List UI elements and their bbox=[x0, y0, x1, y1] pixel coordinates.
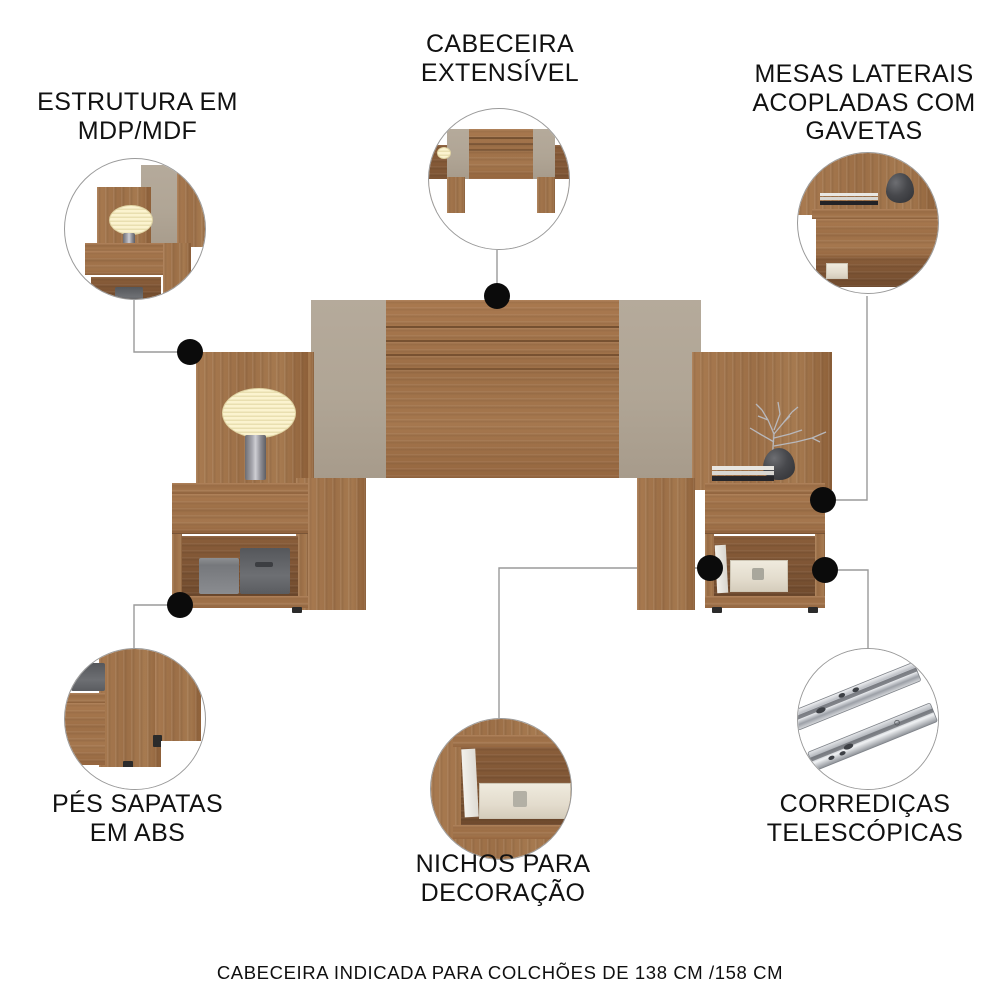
headboard-beige-right bbox=[619, 300, 701, 478]
dot-mesas-laterais[interactable] bbox=[810, 487, 836, 513]
left-bottom-rail bbox=[172, 596, 310, 608]
left-table-top bbox=[172, 483, 310, 494]
label-cabeceira-extensivel: CABECEIRA EXTENSÍVEL bbox=[420, 30, 580, 87]
thumb-mesas-laterais bbox=[797, 152, 939, 294]
headboard-center-panel bbox=[386, 300, 619, 478]
right-foot-b bbox=[808, 607, 818, 613]
left-foot-b bbox=[292, 607, 302, 613]
headboard-beige-left bbox=[311, 300, 393, 478]
book-1 bbox=[712, 466, 774, 470]
left-niche-right-wall bbox=[298, 534, 308, 602]
left-drawer-front bbox=[172, 494, 310, 534]
table-lamp-stem bbox=[245, 435, 266, 480]
table-lamp-shade bbox=[222, 388, 296, 438]
label-estrutura: ESTRUTURA EM MDP/MDF bbox=[37, 88, 238, 145]
headboard-center-leg-right bbox=[637, 478, 695, 610]
felt-box-right bbox=[240, 548, 290, 594]
felt-box-left bbox=[199, 558, 239, 594]
headboard-slat-2 bbox=[386, 340, 619, 342]
label-mesas-laterais: MESAS LATERAIS ACOPLADAS COM GAVETAS bbox=[752, 60, 976, 145]
dot-nichos[interactable] bbox=[697, 555, 723, 581]
book-3 bbox=[712, 476, 774, 481]
right-table-top bbox=[705, 483, 825, 494]
left-niche-left-wall bbox=[172, 534, 182, 602]
right-bottom-rail bbox=[705, 596, 825, 608]
dot-cabeceira-extensivel[interactable] bbox=[484, 283, 510, 309]
right-drawer-front bbox=[705, 494, 825, 534]
label-corredicas: CORREDIÇAS TELESCÓPICAS bbox=[766, 790, 964, 847]
thumb-pes-sapatas bbox=[64, 648, 206, 790]
label-nichos: NICHOS PARA DECORAÇÃO bbox=[415, 850, 591, 907]
thumb-cabeceira-extensivel bbox=[428, 108, 570, 250]
headboard-slat-1 bbox=[386, 326, 619, 328]
thumb-estrutura bbox=[64, 158, 206, 300]
cream-box-clasp bbox=[752, 568, 764, 580]
dot-corredicas[interactable] bbox=[812, 557, 838, 583]
right-foot-a bbox=[712, 607, 722, 613]
thumb-nichos bbox=[430, 718, 572, 860]
decorative-branches bbox=[740, 390, 840, 463]
headboard-slat-3 bbox=[386, 354, 619, 356]
dot-estrutura[interactable] bbox=[177, 339, 203, 365]
bottom-caption: CABECEIRA INDICADA PARA COLCHÕES DE 138 … bbox=[216, 962, 784, 983]
book-stack bbox=[712, 466, 774, 481]
headboard-center-leg-left bbox=[308, 478, 366, 610]
thumb-corredicas bbox=[797, 648, 939, 790]
book-2 bbox=[712, 471, 774, 475]
label-pes-sapatas: PÉS SAPATAS EM ABS bbox=[51, 790, 224, 847]
headboard-slat-4 bbox=[386, 368, 619, 370]
felt-box-handle bbox=[255, 562, 273, 567]
dot-pes-sapatas[interactable] bbox=[167, 592, 193, 618]
